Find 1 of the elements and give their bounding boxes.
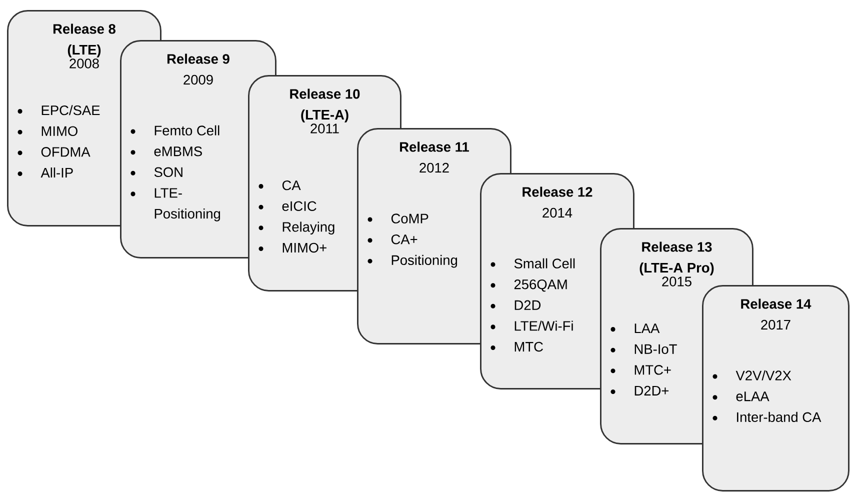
release-card: Release 14 2017 V2V/V2X eLAA Inter-band CA	[702, 285, 850, 492]
